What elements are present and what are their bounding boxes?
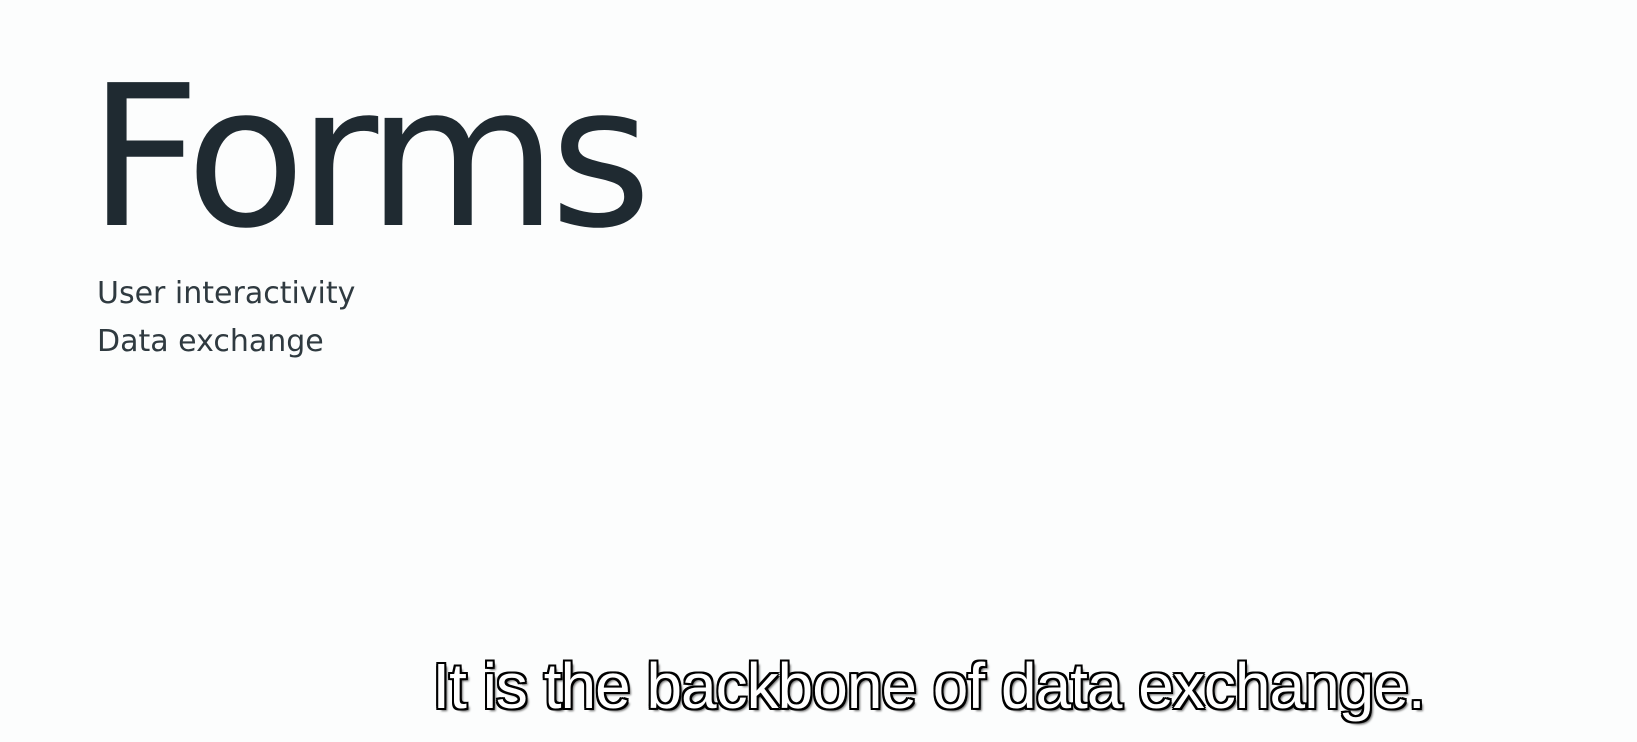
slide-title: Forms [88,44,652,272]
video-subtitle-caption: It is the backbone of data exchange. [432,650,1425,722]
bullet-item: Data exchange [97,324,324,359]
slide-bullet-list: User interactivity Data exchange [97,270,355,366]
bullet-item: User interactivity [97,276,356,311]
